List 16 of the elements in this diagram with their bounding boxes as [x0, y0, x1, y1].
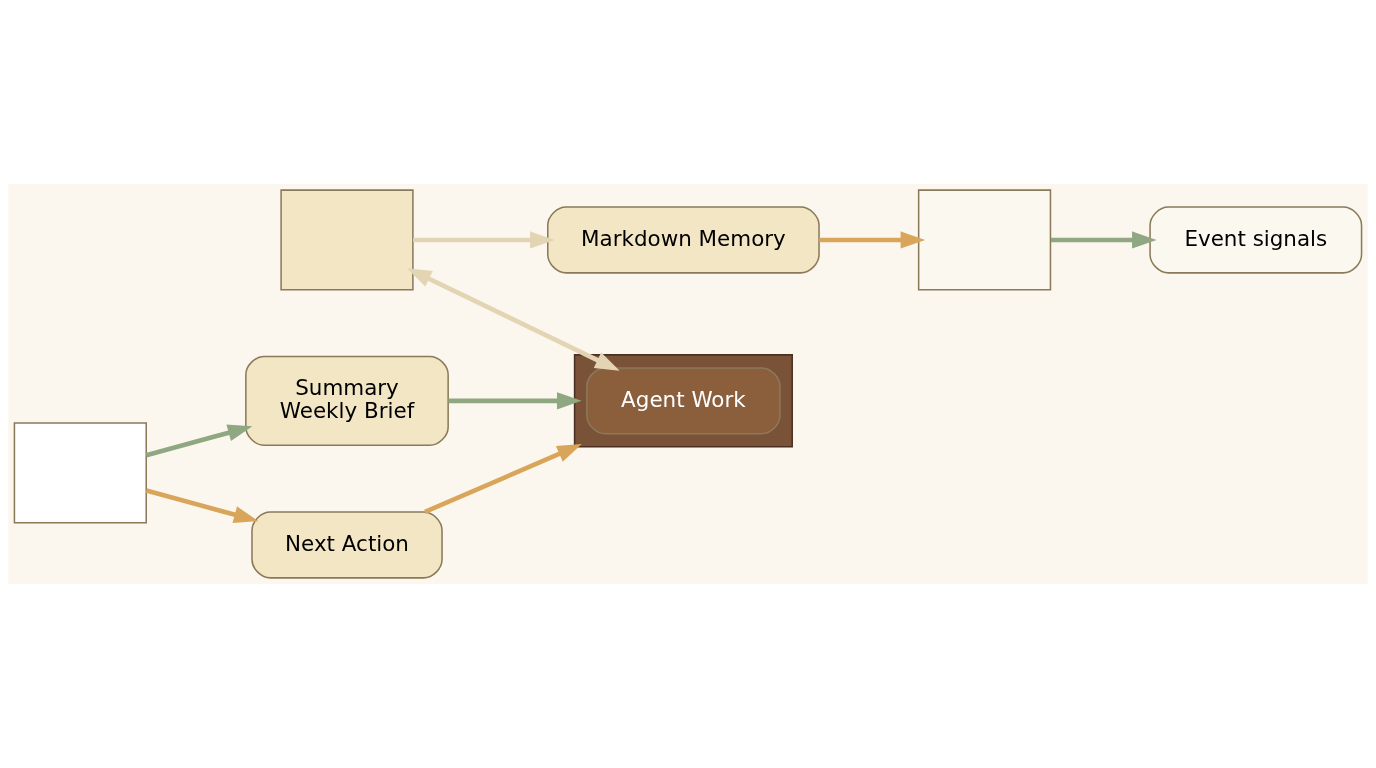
node-box: Agent Work: [586, 367, 781, 435]
node-box: [917, 189, 1052, 291]
arrow: [406, 268, 620, 371]
node-box: Next Action: [251, 511, 443, 579]
node-box: Event signals: [1149, 206, 1363, 274]
node-box: Markdown Memory: [547, 206, 820, 274]
node-box: Summary Weekly Brief: [245, 355, 449, 447]
node-box: [13, 422, 147, 524]
arrow: [413, 231, 555, 249]
arrow: [145, 424, 253, 458]
node-box: [280, 189, 414, 291]
arrow: [819, 231, 926, 249]
arrow: [145, 488, 259, 523]
arrow: [1051, 231, 1157, 249]
arrow: [424, 444, 582, 514]
arrow: [448, 392, 582, 410]
